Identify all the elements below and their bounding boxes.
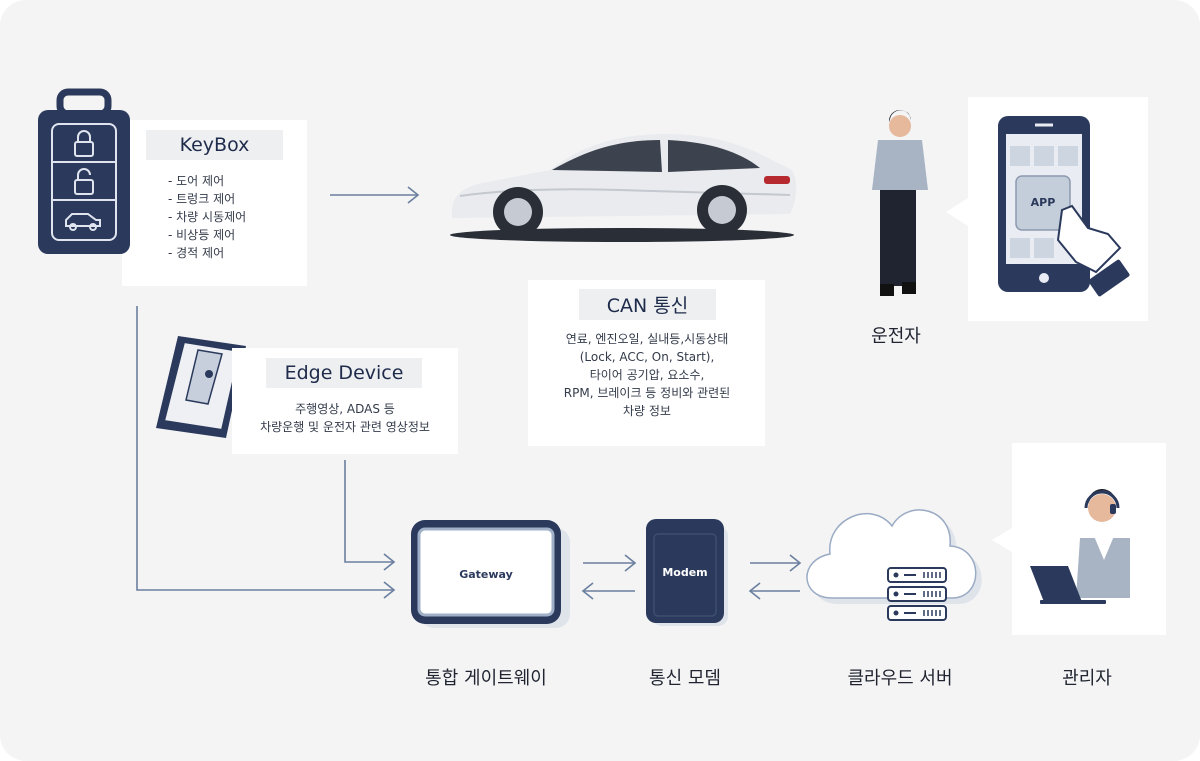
edge-desc-line: 차량운행 및 운전자 관련 영상정보 [260, 420, 430, 434]
can-description: 연료, 엔진오일, 실내등,시동상태 (Lock, ACC, On, Start… [534, 330, 760, 420]
edge-title: Edge Device [266, 358, 422, 388]
gateway-label: Gateway [459, 568, 513, 581]
gateway-caption: 통합 게이트웨이 [425, 668, 547, 689]
admin-caption: 관리자 [1062, 668, 1112, 689]
list-item: - 경적 제어 [168, 246, 225, 260]
keybox-feature-list: - 도어 제어 - 트렁크 제어 - 차량 시동제어 - 비상등 제어 - 경적… [168, 172, 298, 262]
list-item: - 트렁크 제어 [168, 192, 236, 206]
modem-label: Modem [662, 566, 708, 579]
line-keybox-to-gateway [136, 306, 396, 599]
list-item: - 도어 제어 [168, 174, 225, 188]
driver-caption: 운전자 [871, 326, 921, 347]
arrows-gateway-modem [581, 554, 637, 600]
list-item: - 비상등 제어 [168, 228, 236, 242]
cloud-caption: 클라우드 서버 [847, 668, 953, 689]
can-title: CAN 통신 [579, 289, 716, 320]
line-edge-to-gateway [344, 460, 396, 571]
can-line: 연료, 엔진오일, 실내등,시동상태 [565, 332, 729, 346]
list-item: - 차량 시동제어 [168, 210, 247, 224]
can-line: RPM, 브레이크 등 정비와 관련된 [563, 386, 731, 400]
edge-desc-line: 주행영상, ADAS 등 [295, 402, 395, 416]
can-line: 차량 정보 [623, 404, 671, 418]
can-line: 타이어 공기압, 요소수, [589, 368, 705, 382]
arrows-modem-cloud [748, 554, 802, 600]
arrow-keybox-to-car [330, 186, 420, 204]
keybox-title: KeyBox [146, 130, 283, 160]
can-line: (Lock, ACC, On, Start), [579, 350, 715, 364]
app-label: APP [1030, 196, 1056, 209]
edge-description: 주행영상, ADAS 등 차량운행 및 운전자 관련 영상정보 [232, 400, 458, 436]
modem-caption: 통신 모뎀 [649, 668, 721, 689]
admin-card [1012, 443, 1166, 635]
